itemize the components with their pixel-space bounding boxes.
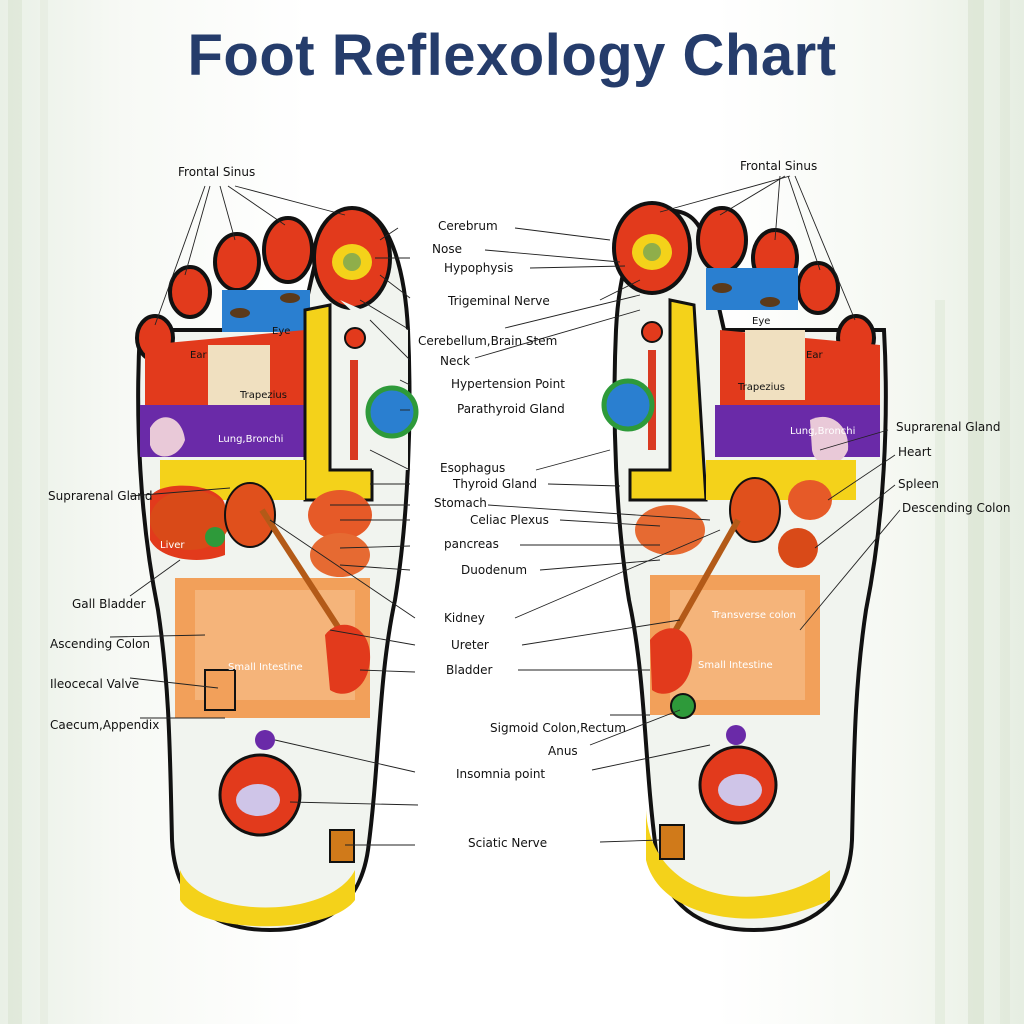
label-frontal-sinus-left: Frontal Sinus	[178, 165, 255, 179]
inner-labels: Ear Eye Trapezius Lung,Bronchi Liver Sma…	[160, 316, 855, 673]
leader-lines	[109, 175, 901, 846]
inner-label-lung-left: Lung,Bronchi	[218, 434, 283, 445]
label-hypertension: Hypertension Point	[451, 377, 565, 391]
label-ascending-colon: Ascending Colon	[50, 637, 150, 651]
label-stomach: Stomach	[434, 496, 487, 510]
label-neck: Neck	[440, 354, 470, 368]
label-suprarenal-left: Suprarenal Gland	[48, 489, 153, 503]
label-anus: Anus	[548, 744, 578, 758]
inner-label-transverse-colon: Transverse colon	[711, 610, 796, 621]
inner-label-eye-right: Eye	[752, 316, 770, 327]
page-title: Foot Reflexology Chart	[187, 23, 837, 88]
label-cerebellum: Cerebellum,Brain Stem	[418, 334, 557, 348]
left-foot	[135, 206, 419, 933]
label-cerebrum: Cerebrum	[438, 219, 498, 233]
label-esophagus: Esophagus	[440, 461, 505, 475]
inner-label-trapezius-right: Trapezius	[737, 382, 785, 393]
label-sciatic: Sciatic Nerve	[468, 836, 547, 850]
label-trigeminal-nerve: Trigeminal Nerve	[447, 294, 550, 308]
left-toes	[135, 206, 392, 362]
label-ureter: Ureter	[451, 638, 489, 652]
label-pancreas: pancreas	[444, 537, 499, 551]
label-bladder: Bladder	[446, 663, 493, 677]
label-parathyroid: Parathyroid Gland	[457, 402, 565, 416]
labels: Frontal Sinus Frontal Sinus Cerebrum Nos…	[48, 159, 1010, 850]
inner-label-liver: Liver	[160, 540, 185, 551]
inner-label-ear-right: Ear	[806, 350, 823, 361]
label-ileocecal-valve: Ileocecal Valve	[50, 677, 139, 691]
label-spleen: Spleen	[898, 477, 939, 491]
label-thyroid: Thyroid Gland	[452, 477, 537, 491]
inner-label-ear-left: Ear	[190, 350, 207, 361]
label-kidney: Kidney	[444, 611, 485, 625]
label-gall-bladder: Gall Bladder	[72, 597, 146, 611]
label-celiac: Celiac Plexus	[470, 513, 549, 527]
label-sigmoid: Sigmoid Colon,Rectum	[490, 721, 626, 735]
label-hypophysis: Hypophysis	[444, 261, 513, 275]
label-nose: Nose	[432, 242, 462, 256]
inner-label-lung-right: Lung,Bronchi	[790, 426, 855, 437]
label-heart: Heart	[898, 445, 932, 459]
label-caecum: Caecum,Appendix	[50, 718, 159, 732]
label-descending-colon: Descending Colon	[902, 501, 1010, 515]
label-duodenum: Duodenum	[461, 563, 527, 577]
label-suprarenal-right: Suprarenal Gland	[896, 420, 1001, 434]
label-frontal-sinus-right: Frontal Sinus	[740, 159, 817, 173]
bamboo-background	[8, 0, 1010, 1024]
right-foot	[601, 201, 888, 933]
inner-label-small-intestine-right: Small Intestine	[698, 660, 773, 671]
inner-label-trapezius-left: Trapezius	[239, 390, 287, 401]
inner-label-eye-left: Eye	[272, 326, 290, 337]
label-insomnia: Insomnia point	[456, 767, 545, 781]
inner-label-small-intestine-left: Small Intestine	[228, 662, 303, 673]
